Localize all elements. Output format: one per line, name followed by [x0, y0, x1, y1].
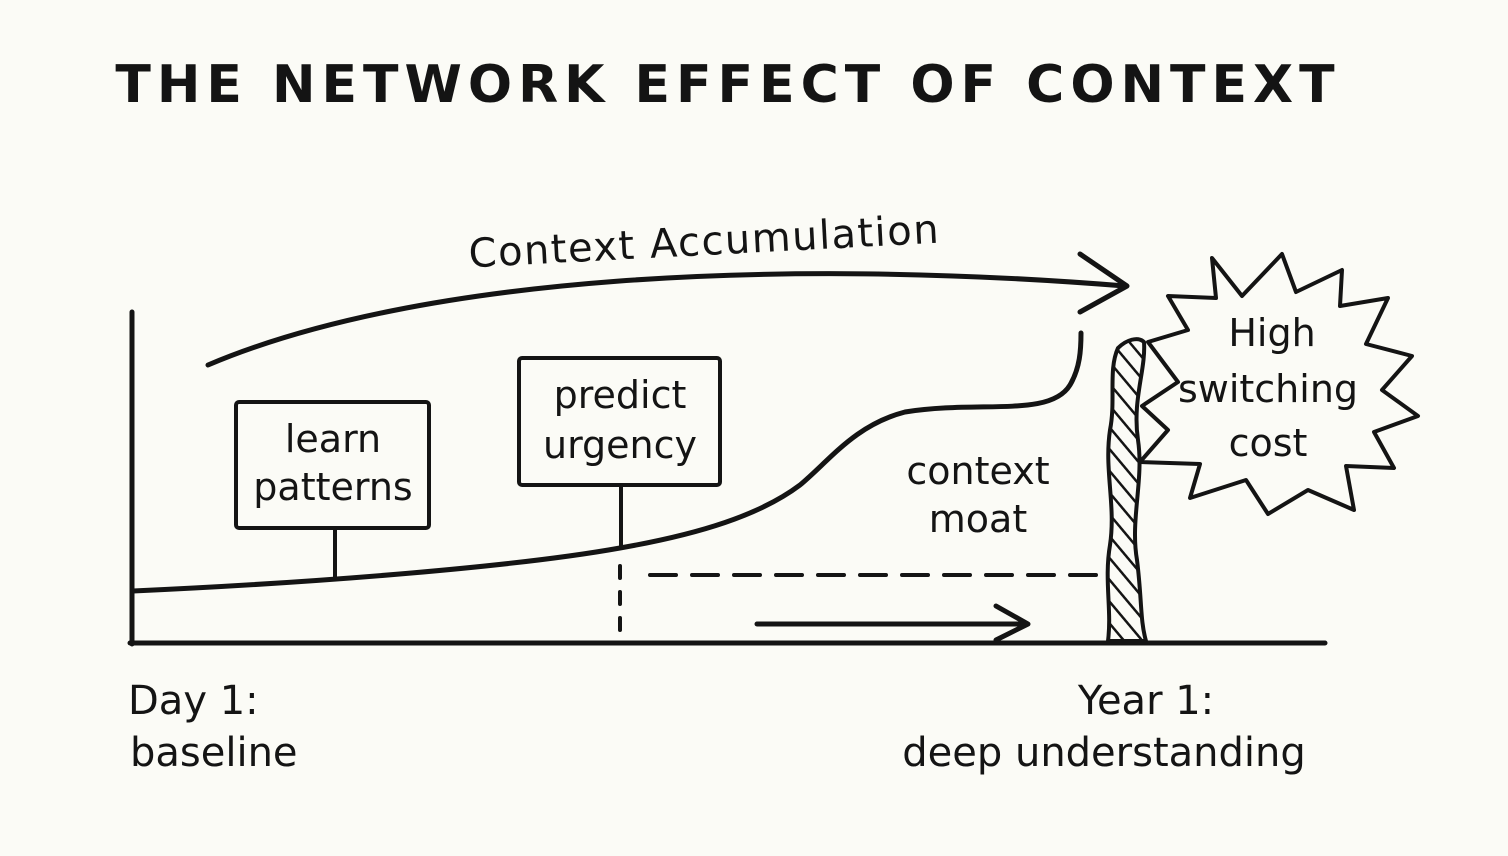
diagram-title: THE NETWORK EFFECT OF CONTEXT [115, 55, 1340, 115]
x-axis-start-label: Day 1: baseline [128, 678, 298, 776]
day1-line2: baseline [130, 730, 298, 776]
moat-line2: moat [929, 497, 1027, 541]
burst-line1: High [1228, 311, 1315, 355]
context-accumulation-label: Context Accumulation [467, 207, 941, 278]
burst-line2: switching [1178, 367, 1358, 411]
context-accumulation-arrow [205, 251, 1130, 368]
milestone-learn-line1: learn [285, 417, 381, 461]
milestone-predict-line2: urgency [543, 423, 697, 467]
year1-line1: Year 1: [1077, 678, 1214, 724]
day1-line1: Day 1: [128, 678, 259, 724]
high-switching-cost-burst: High switching cost [1138, 252, 1420, 516]
x-axis-end-label: Year 1: deep understanding [902, 678, 1306, 776]
burst-line3: cost [1229, 421, 1308, 465]
year1-line2: deep understanding [902, 730, 1306, 776]
moat-line1: context [906, 449, 1049, 493]
moat-wall [1105, 337, 1148, 643]
context-moat-label: context moat [906, 449, 1049, 541]
milestone-learn-patterns: learn patterns [234, 400, 431, 580]
milestone-predict-urgency: predict urgency [517, 356, 722, 550]
dashed-guides [618, 564, 1108, 645]
milestone-predict-line1: predict [554, 373, 687, 417]
growth-curve [130, 330, 1084, 594]
milestone-learn-line2: patterns [253, 465, 412, 509]
progress-arrow [754, 603, 1031, 643]
